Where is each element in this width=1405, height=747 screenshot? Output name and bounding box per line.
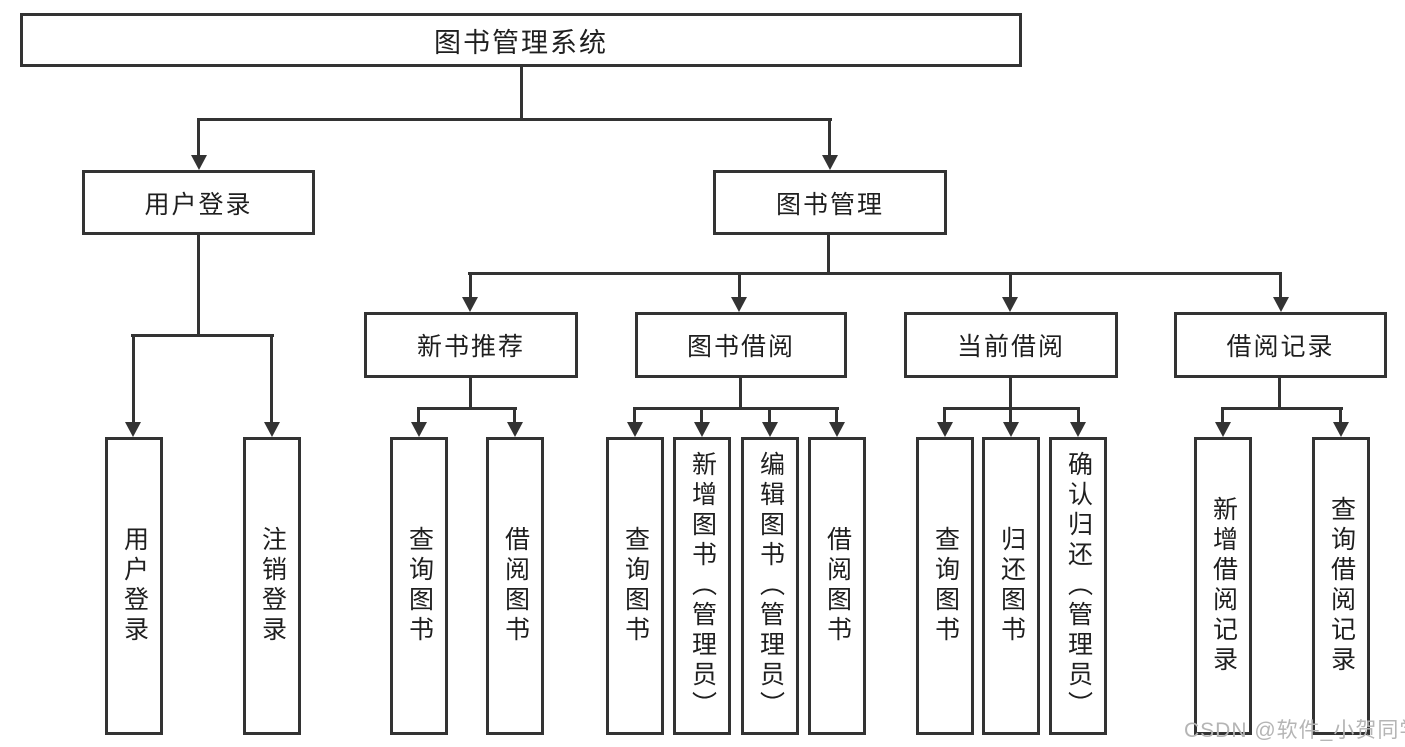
arrow-down-icon	[694, 422, 710, 437]
arrow-down-icon	[829, 422, 845, 437]
arrow-down-icon	[937, 422, 953, 437]
arrow-down-icon	[462, 297, 478, 312]
connector-line	[1221, 407, 1343, 410]
leaf-label: 归还图书	[997, 526, 1026, 646]
arrow-down-icon	[125, 422, 141, 437]
node-current-borrow: 当前借阅	[904, 312, 1118, 378]
connector-line	[132, 334, 135, 425]
connector-line	[768, 407, 771, 424]
connector-line	[468, 272, 1282, 275]
arrow-down-icon	[411, 422, 427, 437]
leaf-node-user-login: 用户登录	[105, 437, 163, 735]
connector-line	[739, 376, 742, 409]
node-borrow-records: 借阅记录	[1174, 312, 1387, 378]
leaf-node-return-books: 归还图书	[982, 437, 1040, 735]
connector-line	[417, 407, 517, 410]
connector-line	[469, 272, 472, 298]
connector-line	[197, 233, 200, 335]
leaf-label: 注销登录	[258, 526, 287, 646]
connector-line	[1278, 376, 1281, 409]
connector-line	[197, 118, 832, 121]
leaf-node-add-books-admin: 新增图书（管理员）	[673, 437, 731, 735]
connector-line	[1279, 272, 1282, 298]
leaf-label: 查询图书	[931, 526, 960, 646]
arrow-down-icon	[822, 155, 838, 170]
connector-line	[943, 407, 946, 424]
arrow-down-icon	[731, 297, 747, 312]
connector-line	[633, 407, 636, 424]
connector-line	[197, 118, 200, 156]
arrow-down-icon	[1215, 422, 1231, 437]
leaf-label: 编辑图书（管理员）	[756, 451, 785, 721]
leaf-node-confirm-return-admin: 确认归还（管理员）	[1049, 437, 1107, 735]
arrow-down-icon	[264, 422, 280, 437]
connector-line	[828, 118, 831, 156]
arrow-down-icon	[1003, 422, 1019, 437]
leaf-label: 查询图书	[405, 526, 434, 646]
arrow-down-icon	[1002, 297, 1018, 312]
leaf-label: 新增图书（管理员）	[688, 451, 717, 721]
leaf-label: 用户登录	[120, 526, 149, 646]
leaf-node-borrow-books-recommend: 借阅图书	[486, 437, 544, 735]
leaf-label: 借阅图书	[501, 526, 530, 646]
connector-line	[633, 407, 839, 410]
node-user-login: 用户登录	[82, 170, 315, 235]
leaf-label: 查询借阅记录	[1327, 496, 1356, 676]
arrow-down-icon	[1333, 422, 1349, 437]
connector-line	[1339, 407, 1342, 424]
connector-line	[513, 407, 516, 424]
connector-line	[131, 334, 274, 337]
leaf-label: 新增借阅记录	[1209, 496, 1238, 676]
arrow-down-icon	[507, 422, 523, 437]
connector-line	[1009, 407, 1012, 424]
connector-line	[700, 407, 703, 424]
leaf-label: 确认归还（管理员）	[1064, 451, 1093, 721]
connector-line	[1009, 376, 1012, 409]
leaf-node-logout: 注销登录	[243, 437, 301, 735]
connector-line	[738, 272, 741, 298]
connector-line	[1009, 272, 1012, 298]
arrow-down-icon	[1273, 297, 1289, 312]
arrow-down-icon	[627, 422, 643, 437]
connector-line	[417, 407, 420, 424]
connector-line	[1221, 407, 1224, 424]
leaf-node-add-borrow-record: 新增借阅记录	[1194, 437, 1252, 735]
leaf-label: 查询图书	[621, 526, 650, 646]
leaf-node-query-books-recommend: 查询图书	[390, 437, 448, 735]
leaf-node-query-books-current: 查询图书	[916, 437, 974, 735]
node-book-borrow: 图书借阅	[635, 312, 847, 378]
arrow-down-icon	[762, 422, 778, 437]
watermark: CSDN @软件_小贺同学	[1184, 719, 1405, 742]
leaf-node-borrow-books: 借阅图书	[808, 437, 866, 735]
connector-line	[1077, 407, 1080, 424]
node-new-book-recommend: 新书推荐	[364, 312, 578, 378]
leaf-node-edit-books-admin: 编辑图书（管理员）	[741, 437, 799, 735]
connector-line	[835, 407, 838, 424]
connector-line	[520, 66, 523, 119]
connector-line	[469, 376, 472, 409]
connector-line	[827, 233, 830, 274]
leaf-label: 借阅图书	[823, 526, 852, 646]
arrow-down-icon	[191, 155, 207, 170]
node-root: 图书管理系统	[20, 13, 1022, 67]
leaf-node-query-books: 查询图书	[606, 437, 664, 735]
connector-line	[270, 334, 273, 425]
leaf-node-query-borrow-record: 查询借阅记录	[1312, 437, 1370, 735]
node-book-management: 图书管理	[713, 170, 947, 235]
arrow-down-icon	[1070, 422, 1086, 437]
